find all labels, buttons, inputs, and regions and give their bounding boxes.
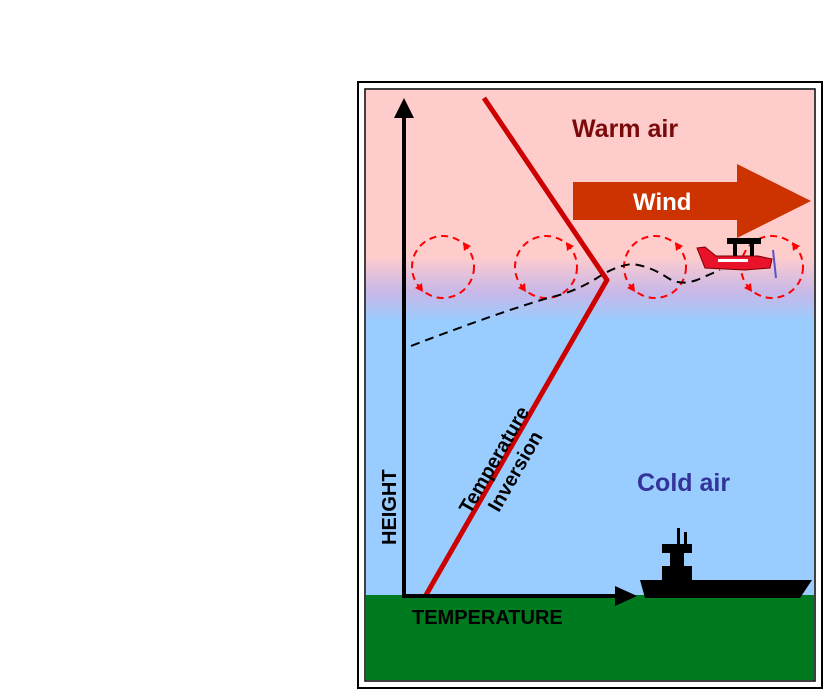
- temperature-profile-line: [423, 96, 610, 597]
- temperature-axis-label: TEMPERATURE: [412, 607, 563, 629]
- wind-label: Wind: [633, 189, 691, 216]
- eddy-icon: [411, 235, 475, 299]
- height-axis-label: HEIGHT: [379, 469, 401, 545]
- cold-air-label: Cold air: [637, 469, 730, 497]
- diagram-inner-frame: [364, 88, 816, 682]
- sky-background: [366, 90, 814, 595]
- eddy-arrowheads: [415, 242, 800, 292]
- ground: [366, 595, 814, 680]
- temperature-axis: [402, 586, 637, 606]
- eddy-icon: [623, 235, 687, 299]
- ship-icon: [640, 528, 812, 598]
- height-axis: [394, 98, 414, 596]
- flight-path: [410, 262, 721, 347]
- airplane-icon: [696, 238, 777, 279]
- warm-air-label: Warm air: [572, 115, 678, 143]
- wind-arrow-icon: [573, 164, 811, 238]
